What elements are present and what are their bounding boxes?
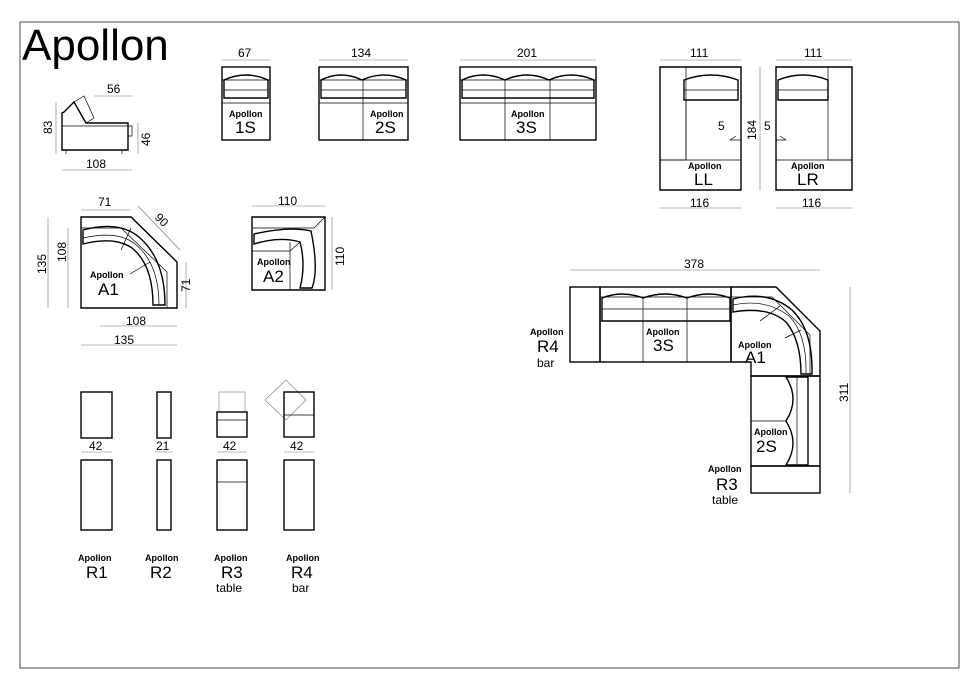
module-3s-brand: Apollon	[511, 109, 545, 119]
module-a1-right: 71	[179, 278, 193, 292]
module-lr-width-bottom: 116	[802, 196, 821, 210]
extra-r2-brand: Apollon	[145, 553, 179, 563]
module-lr-code: LR	[797, 170, 819, 189]
side-width-top: 56	[107, 82, 121, 96]
page-title: Apollon	[22, 21, 169, 70]
extra-r1: 42 Apollon R1	[78, 391, 113, 582]
side-view: 56 83 46 108	[41, 82, 153, 171]
extra-r4-sub: bar	[292, 581, 309, 595]
module-a2: 110 Apollon A2 110	[251, 194, 347, 291]
extra-r4: 42 Apollon R4 bar	[264, 379, 320, 595]
combo-r3-sub: table	[712, 493, 738, 507]
module-ll-inset: 5	[718, 119, 725, 133]
combo-depth: 311	[837, 383, 851, 402]
combo-2s-code: 2S	[756, 437, 777, 456]
module-ll: 111 5 Apollon LL 116	[659, 46, 742, 210]
module-a1-bottom-outer: 135	[114, 333, 134, 347]
module-3s-code: 3S	[516, 118, 537, 137]
module-1s: 67 Apollon 1S	[221, 46, 271, 141]
module-1s-brand: Apollon	[229, 109, 263, 119]
extra-r3-brand: Apollon	[214, 553, 248, 563]
extra-r3-code: R3	[221, 563, 243, 582]
module-lr-brand: Apollon	[791, 161, 825, 171]
combo-2s-brand: Apollon	[754, 427, 788, 437]
extra-r1-width: 42	[89, 439, 103, 453]
module-2s-code: 2S	[375, 118, 396, 137]
module-1s-code: 1S	[235, 118, 256, 137]
module-a2-depth: 110	[333, 247, 347, 266]
module-ll-code: LL	[694, 170, 713, 189]
combo-r4-brand: Apollon	[530, 327, 564, 337]
module-3s-width: 201	[517, 46, 537, 60]
extra-r3: 42 Apollon R3 table	[214, 391, 248, 595]
module-a1: 71 90 Apollon A1 135 108 71 108 135	[35, 195, 193, 347]
side-seat-height: 46	[139, 132, 153, 146]
module-1s-width: 67	[238, 46, 252, 60]
module-2s-width: 134	[351, 46, 371, 60]
extra-r2-code: R2	[150, 563, 172, 582]
module-a1-brand: Apollon	[90, 270, 124, 280]
combo-a1-code: A1	[745, 348, 766, 367]
extra-r4-code: R4	[291, 563, 313, 582]
combo-r4-sub: bar	[537, 356, 554, 370]
module-3s: 201 Apollon 3S	[459, 46, 597, 141]
module-a2-width: 110	[278, 194, 297, 208]
module-ll-brand: Apollon	[688, 161, 722, 171]
module-a1-diag: 90	[152, 210, 172, 230]
module-a1-left-outer: 135	[35, 254, 49, 274]
side-height: 83	[41, 120, 55, 134]
module-lr-depth: 184	[745, 120, 759, 140]
module-2s: 134 Apollon 2S	[318, 46, 409, 141]
page-border	[19, 21, 960, 669]
module-a2-brand: Apollon	[257, 257, 291, 267]
extra-r4-brand: Apollon	[286, 553, 320, 563]
extra-r4-width: 42	[290, 439, 304, 453]
module-ll-width-bottom: 116	[690, 196, 709, 210]
module-a1-code: A1	[98, 280, 119, 299]
combo-r4-code: R4	[537, 337, 559, 356]
module-lr-inset: 5	[764, 119, 771, 133]
combo-3s-code: 3S	[653, 336, 674, 355]
extra-r2-width: 21	[156, 439, 170, 453]
extra-r2: 21 Apollon R2	[145, 391, 179, 582]
combo-3s-brand: Apollon	[646, 327, 680, 337]
extra-r1-brand: Apollon	[78, 553, 112, 563]
module-a1-top: 71	[98, 195, 112, 209]
module-a1-left-inner: 108	[55, 242, 69, 262]
module-2s-brand: Apollon	[370, 109, 404, 119]
extra-r3-sub: table	[216, 581, 242, 595]
module-a2-code: A2	[263, 267, 284, 286]
combo-width: 378	[684, 257, 704, 271]
module-ll-width-top: 111	[690, 46, 709, 60]
extra-r3-width: 42	[223, 439, 237, 453]
module-lr: 111 5 184 Apollon LR 116	[745, 46, 853, 210]
combo-a1-brand: Apollon	[738, 340, 772, 350]
side-width-bottom: 108	[86, 157, 106, 171]
extra-r1-code: R1	[86, 563, 108, 582]
combo-r3-brand: Apollon	[708, 464, 742, 474]
combination: 378 311 Apollon R4 bar Apollon 3S Apollo…	[530, 257, 851, 507]
combo-r3-code: R3	[716, 475, 738, 494]
module-lr-width-top: 111	[804, 46, 823, 60]
module-a1-bottom-inner: 108	[126, 314, 146, 328]
